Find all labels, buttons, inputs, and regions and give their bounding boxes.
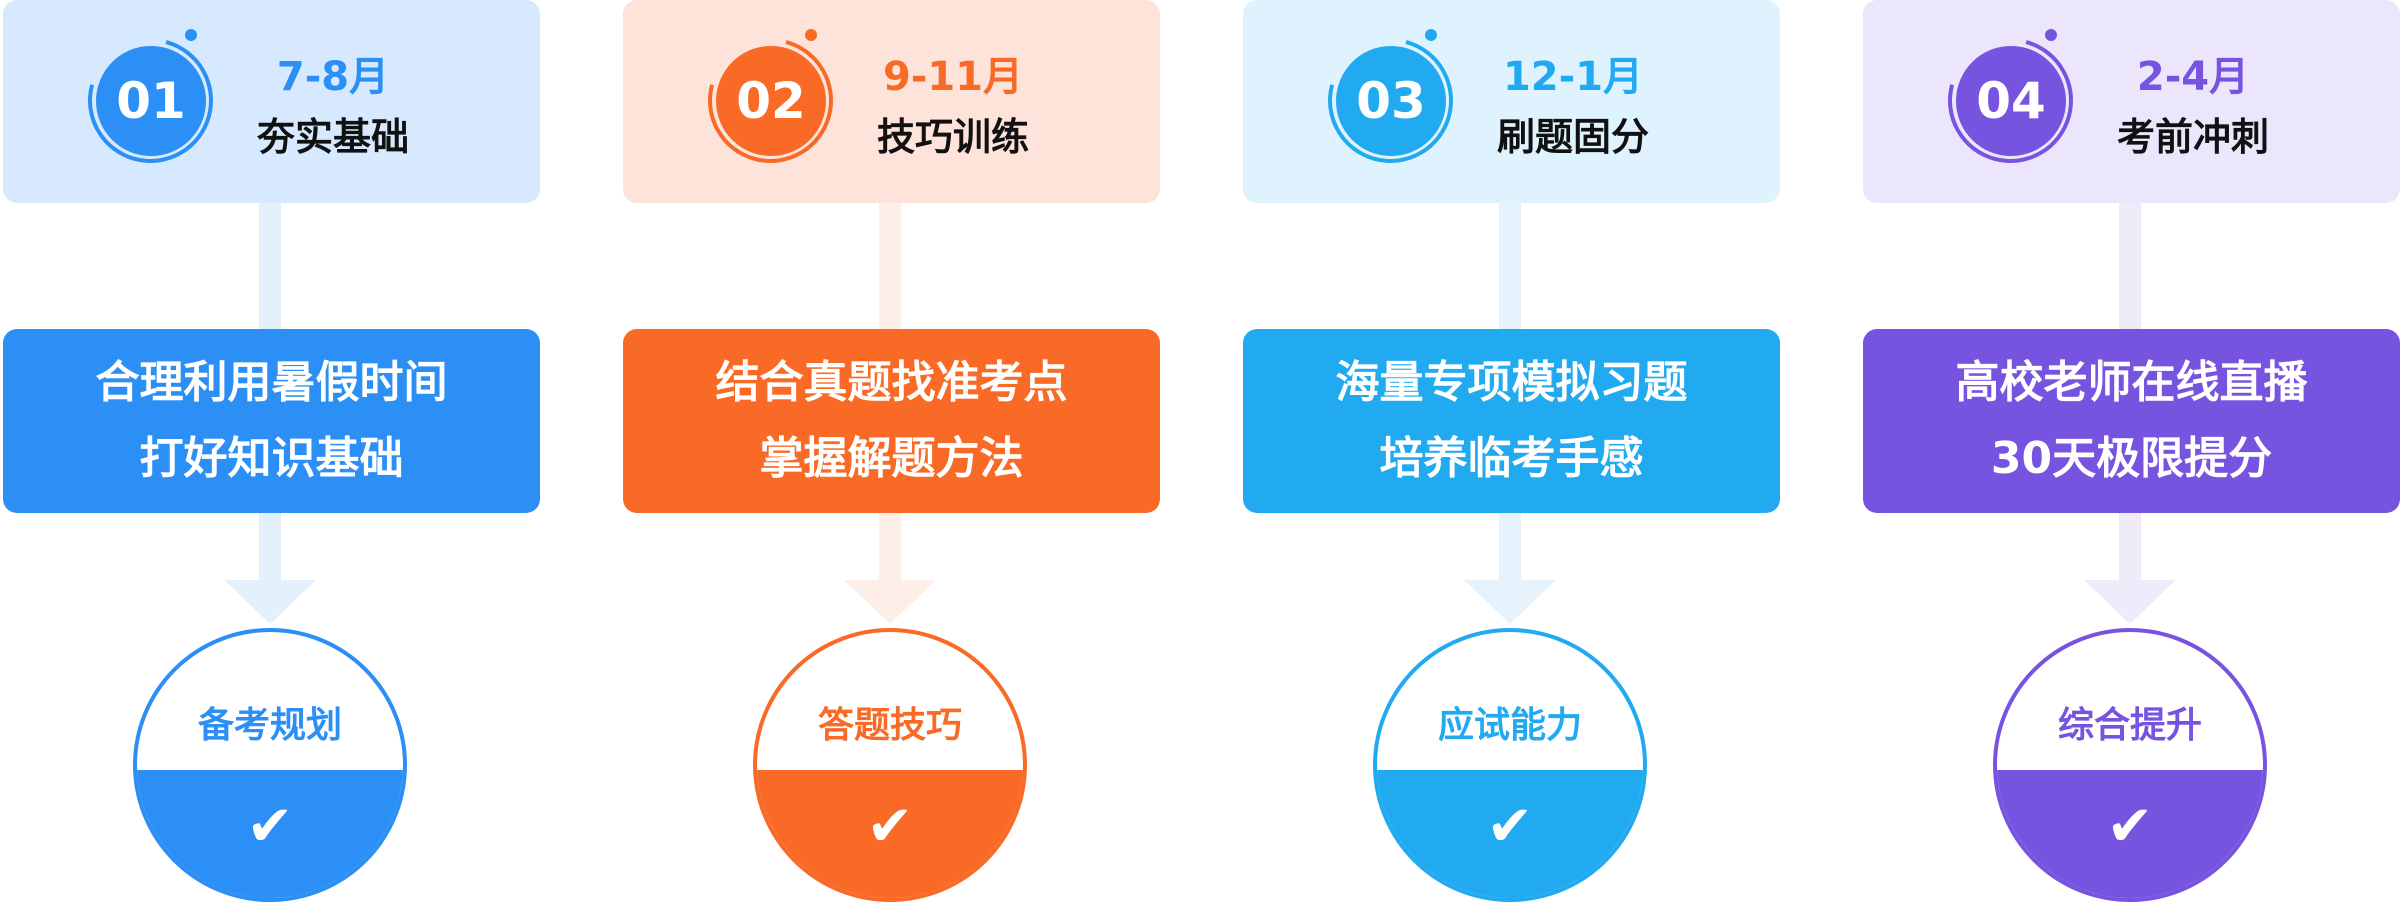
stage-header: 01 7-8月 夯实基础 [3, 0, 540, 203]
stage-description: 结合真题找准考点 掌握解题方法 [623, 329, 1160, 513]
arrow-down-icon [224, 580, 316, 624]
stage-outcome-badge: 备考规划 ✔ [133, 628, 407, 902]
ring-dot-icon [805, 29, 817, 41]
stage-header: 04 2-4月 考前冲刺 [1863, 0, 2400, 203]
stage-number: 01 [96, 46, 206, 156]
arrow-down-icon [2084, 580, 2176, 624]
stage-number: 04 [1956, 46, 2066, 156]
stage-months: 2-4月 [2136, 54, 2250, 100]
stage-description: 海量专项模拟习题 培养临考手感 [1243, 329, 1780, 513]
description-line: 高校老师在线直播 [1955, 357, 2308, 408]
outcome-label: 综合提升 [2057, 705, 2202, 746]
description-line: 培养临考手感 [1379, 433, 1644, 484]
description-line: 30天极限提分 [1990, 433, 2273, 484]
checkmark-icon: ✔ [866, 794, 914, 859]
arrow-down-icon [1464, 580, 1556, 624]
stage-column: 04 2-4月 考前冲刺 高校老师在线直播 30天极限提分 综合提升 ✔ [1860, 0, 2400, 902]
stage-description: 合理利用暑假时间 打好知识基础 [3, 329, 540, 513]
outcome-fill: ✔ [1377, 770, 1643, 898]
stage-number: 02 [716, 46, 826, 156]
checkmark-icon: ✔ [2106, 794, 2154, 859]
stage-column: 03 12-1月 刷题固分 海量专项模拟习题 培养临考手感 应试能力 ✔ [1240, 0, 1780, 902]
stage-outcome-badge: 应试能力 ✔ [1373, 628, 1647, 902]
description-line: 海量专项模拟习题 [1335, 357, 1688, 408]
outcome-fill: ✔ [757, 770, 1023, 898]
stage-outcome-badge: 答题技巧 ✔ [753, 628, 1027, 902]
stage-description: 高校老师在线直播 30天极限提分 [1863, 329, 2400, 513]
stage-months: 12-1月 [1502, 54, 1644, 100]
stage-title: 刷题固分 [1496, 115, 1649, 159]
ring-dot-icon [2045, 29, 2057, 41]
description-line: 掌握解题方法 [759, 433, 1024, 484]
checkmark-icon: ✔ [1486, 794, 1534, 859]
outcome-label: 备考规划 [197, 705, 342, 746]
stage-months: 9-11月 [882, 54, 1024, 100]
ring-dot-icon [185, 29, 197, 41]
stage-title: 夯实基础 [256, 115, 409, 159]
stage-number: 03 [1336, 46, 1446, 156]
arrow-down-icon [844, 580, 936, 624]
stage-header: 03 12-1月 刷题固分 [1243, 0, 1780, 203]
stage-months: 7-8月 [276, 54, 390, 100]
stage-column: 01 7-8月 夯实基础 合理利用暑假时间 打好知识基础 备考规划 ✔ [0, 0, 540, 902]
outcome-label: 应试能力 [1437, 705, 1582, 746]
stage-title: 技巧训练 [876, 115, 1029, 159]
description-line: 打好知识基础 [139, 433, 404, 484]
stage-outcome-badge: 综合提升 ✔ [1993, 628, 2267, 902]
stage-title: 考前冲刺 [2116, 115, 2269, 159]
stage-column: 02 9-11月 技巧训练 结合真题找准考点 掌握解题方法 答题技巧 ✔ [620, 0, 1160, 902]
checkmark-icon: ✔ [246, 794, 294, 859]
outcome-fill: ✔ [137, 770, 403, 898]
description-line: 结合真题找准考点 [715, 357, 1068, 408]
description-line: 合理利用暑假时间 [95, 357, 448, 408]
outcome-fill: ✔ [1997, 770, 2263, 898]
ring-dot-icon [1425, 29, 1437, 41]
stage-header: 02 9-11月 技巧训练 [623, 0, 1160, 203]
outcome-label: 答题技巧 [817, 705, 962, 746]
